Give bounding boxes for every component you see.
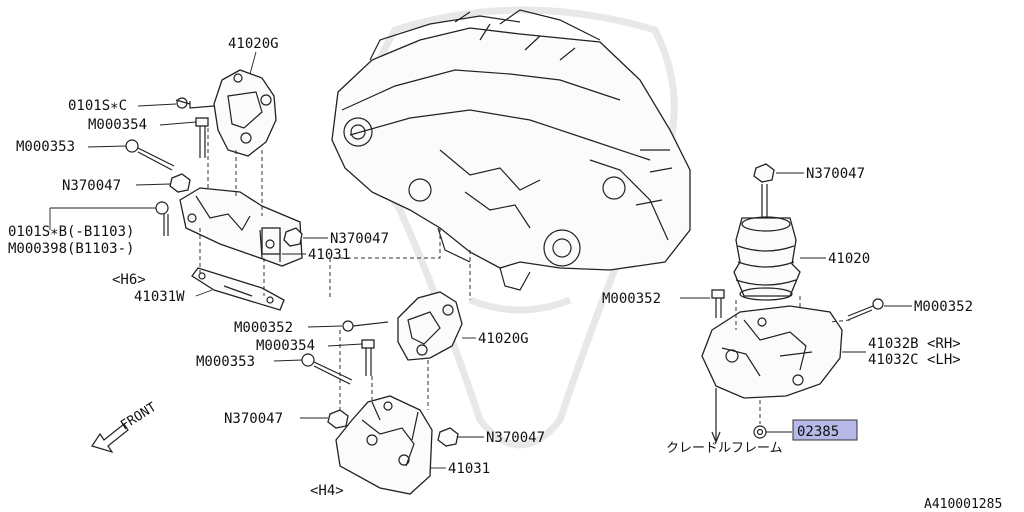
label-41031-low[interactable]: 41031 bbox=[448, 461, 490, 477]
label-N370047-low2[interactable]: N370047 bbox=[486, 430, 545, 446]
drawing-number: A410001285 bbox=[924, 497, 1002, 512]
label-M000354-mid[interactable]: M000354 bbox=[256, 338, 315, 354]
label-M000354-top[interactable]: M000354 bbox=[88, 117, 147, 133]
label-N370047-right[interactable]: N370047 bbox=[806, 166, 865, 182]
label-41032C[interactable]: 41032C <LH> bbox=[868, 352, 961, 368]
label-41031-top[interactable]: 41031 bbox=[308, 247, 350, 263]
leader-lines bbox=[49, 51, 912, 469]
label-41032B[interactable]: 41032B <RH> bbox=[868, 336, 961, 352]
label-M000353-top[interactable]: M000353 bbox=[16, 139, 75, 155]
label-H6: <H6> bbox=[112, 272, 146, 288]
label-M000353-mid[interactable]: M000353 bbox=[196, 354, 255, 370]
right-mount-assembly bbox=[701, 163, 884, 444]
label-02385[interactable]: 02385 bbox=[797, 424, 839, 440]
label-0101SB[interactable]: 0101S∗B(-B1103) bbox=[8, 224, 134, 240]
front-arrow: FRONT bbox=[91, 400, 159, 454]
label-N370047-low[interactable]: N370047 bbox=[224, 411, 283, 427]
label-41020G-top[interactable]: 41020G bbox=[228, 36, 279, 52]
label-0101SC[interactable]: 0101S∗C bbox=[68, 98, 127, 114]
label-M000352-mid[interactable]: M000352 bbox=[234, 320, 293, 336]
label-cradle-frame: クレードルフレーム bbox=[666, 441, 783, 456]
h6-mount-assembly bbox=[125, 69, 303, 311]
label-H4: <H4> bbox=[310, 483, 344, 499]
h4-mount-assembly bbox=[301, 291, 463, 495]
label-M000352-right[interactable]: M000352 bbox=[602, 291, 661, 307]
front-text: FRONT bbox=[118, 400, 159, 434]
label-M000352-far[interactable]: M000352 bbox=[914, 299, 973, 315]
engine-block bbox=[331, 9, 691, 291]
label-N370047-mid[interactable]: N370047 bbox=[330, 231, 389, 247]
label-41020G-mid[interactable]: 41020G bbox=[478, 331, 529, 347]
label-41020[interactable]: 41020 bbox=[828, 251, 870, 267]
label-41031W[interactable]: 41031W bbox=[134, 289, 185, 305]
part-labels: 41020G 0101S∗C M000354 M000353 N370047 0… bbox=[8, 36, 1002, 512]
label-N370047-left[interactable]: N370047 bbox=[62, 178, 121, 194]
label-M000398[interactable]: M000398(B1103-) bbox=[8, 241, 134, 257]
highlight-box-02385 bbox=[792, 419, 858, 441]
